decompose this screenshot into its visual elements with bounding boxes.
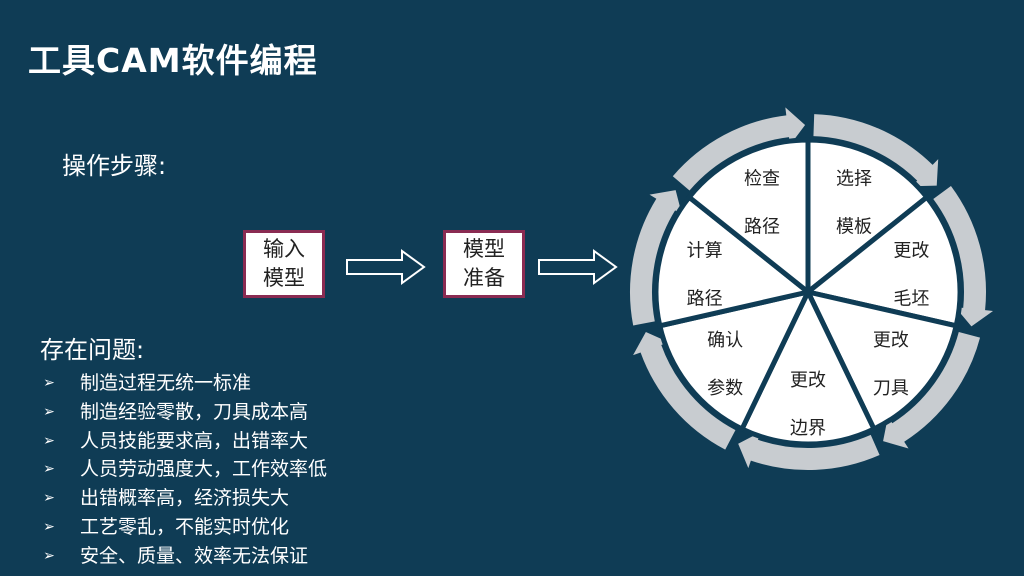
cycle-segment <box>805 289 959 432</box>
list-item: ➢ 人员劳动强度大，工作效率低 <box>40 455 327 484</box>
cycle-segment-label: 模板 <box>836 216 872 237</box>
cycle-arrow-icon <box>883 331 981 449</box>
issue-text: 工艺零乱，不能实时优化 <box>80 515 290 538</box>
step-line1: 输入 <box>263 237 305 261</box>
issue-text: 人员劳动强度大，工作效率低 <box>80 458 328 481</box>
issue-text: 出错概率高，经济损失大 <box>80 487 290 510</box>
steps-heading: 操作步骤: <box>62 152 167 180</box>
step-line1: 模型 <box>463 237 505 261</box>
cycle-segment-label: 确认 <box>707 330 743 351</box>
cycle-segment-label: 更改 <box>790 370 826 391</box>
issues-heading: 存在问题: <box>40 336 145 364</box>
arrow-bullet-icon: ➢ <box>43 375 55 391</box>
cycle-segment-label: 刀具 <box>873 378 909 399</box>
issue-list: ➢ 制造过程无统一标准 ➢ 制造经验零散，刀具成本高 ➢ 人员技能要求高，出错率大 ➢… <box>40 369 327 571</box>
slide-title: 工具CAM软件编程 <box>28 41 318 80</box>
step-box-model-prep: 模型 准备 <box>443 230 525 298</box>
issue-text: 制造过程无统一标准 <box>80 372 252 394</box>
step-line2: 准备 <box>463 266 505 290</box>
cycle-ring <box>630 107 994 470</box>
step-line2: 模型 <box>263 266 305 290</box>
list-item: ➢ 工艺零乱，不能实时优化 <box>40 513 327 542</box>
cycle-segment <box>739 289 877 447</box>
issues-section: 存在问题: ➢ 制造过程无统一标准 ➢ 制造经验零散，刀具成本高 ➢ 人员技能要求高，… <box>40 330 327 571</box>
list-item: ➢ 制造过程无统一标准 <box>40 369 327 398</box>
cycle-segment-label: 计算 <box>687 240 723 261</box>
cycle-arrow-icon <box>630 190 682 326</box>
cycle-segment-label: 路径 <box>687 288 723 309</box>
flow-arrow-icon <box>346 249 426 285</box>
arrow-bullet-icon: ➢ <box>43 518 55 535</box>
cycle-arrow-icon <box>633 331 736 450</box>
issue-text: 安全、质量、效率无法保证 <box>80 544 309 567</box>
arrow-bullet-icon: ➢ <box>43 403 55 420</box>
step-box-input-model: 输入 模型 <box>243 230 325 298</box>
arrow-bullet-icon: ➢ <box>43 547 55 564</box>
cycle-segment <box>653 194 811 329</box>
cycle-segment-label: 参数 <box>707 378 743 399</box>
cycle-arrow-icon <box>738 432 880 470</box>
cycle-arrow-icon <box>672 107 806 191</box>
list-item: ➢ 安全、质量、效率无法保证 <box>40 542 327 571</box>
arrow-bullet-icon: ➢ <box>43 432 55 449</box>
cycle-segment <box>657 289 811 432</box>
cycle-segment-label: 更改 <box>893 240 929 261</box>
issue-text: 制造经验零散，刀具成本高 <box>80 400 309 423</box>
cycle-segment-label: 毛坯 <box>893 288 929 309</box>
list-item: ➢ 出错概率高，经济损失大 <box>40 484 327 513</box>
arrow-bullet-icon: ➢ <box>43 461 55 478</box>
cycle-segment-label: 检查 <box>744 168 780 189</box>
cycle-segment <box>805 194 963 329</box>
cycle-segment <box>686 137 811 295</box>
cycle-arrow-icon <box>813 114 939 187</box>
arrow-bullet-icon: ➢ <box>43 490 55 507</box>
list-item: ➢ 制造经验零散，刀具成本高 <box>40 398 327 427</box>
cycle-segments <box>653 137 963 447</box>
cycle-segment-label: 更改 <box>873 330 909 351</box>
cycle-segment <box>805 137 930 295</box>
cycle-segment-label: 边界 <box>790 418 826 439</box>
flow-arrow-icon <box>538 249 618 285</box>
list-item: ➢ 人员技能要求高，出错率大 <box>40 427 327 456</box>
cycle-segment-label: 路径 <box>744 216 780 237</box>
issue-text: 人员技能要求高，出错率大 <box>80 429 309 452</box>
cycle-segment-label: 选择 <box>836 168 872 189</box>
cycle-arrow-icon <box>933 185 994 327</box>
